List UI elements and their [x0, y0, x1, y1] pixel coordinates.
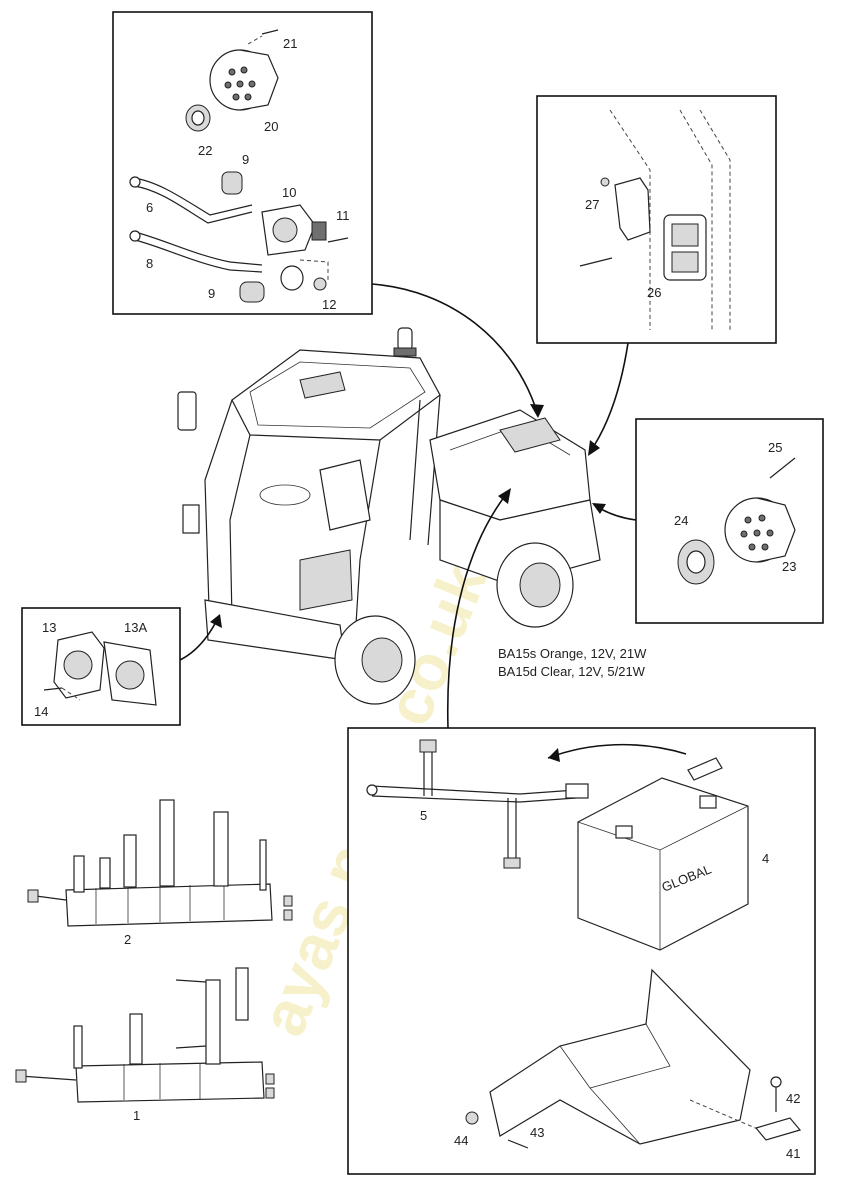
rear-lamp-parts [579, 109, 731, 330]
bulb-note-clear: BA15d Clear, 12V, 5/21W [498, 664, 646, 679]
callout-43: 43 [530, 1125, 544, 1140]
callout-25: 25 [768, 440, 782, 455]
starter-switch-parts [129, 29, 349, 303]
wiring-harness-1 [15, 967, 275, 1103]
callout-26: 26 [647, 285, 661, 300]
callout-10: 10 [282, 185, 296, 200]
battery-parts: GLOBAL [366, 739, 802, 1149]
callout-11: 11 [336, 208, 350, 223]
callout-42: 42 [786, 1091, 800, 1106]
detail-box-rear-lamp [536, 95, 777, 344]
callout-44: 44 [454, 1133, 468, 1148]
callout-9a: 9 [242, 152, 249, 167]
callout-41: 41 [786, 1146, 800, 1161]
callout-6: 6 [146, 200, 153, 215]
callout-21: 21 [283, 36, 297, 51]
callout-27: 27 [585, 197, 599, 212]
front-socket-parts [43, 631, 157, 706]
callout-24: 24 [674, 513, 688, 528]
bulb-note-orange: BA15s Orange, 12V, 21W [498, 646, 647, 661]
wiring-harness-2 [27, 799, 293, 927]
callout-13a: 13A [124, 620, 147, 635]
callout-22: 22 [198, 143, 212, 158]
callout-8: 8 [146, 256, 153, 271]
callout-9b: 9 [208, 286, 215, 301]
callout-20: 20 [264, 119, 278, 134]
callout-1: 1 [133, 1108, 140, 1123]
vehicle-illustration [177, 327, 601, 705]
callout-14: 14 [34, 704, 48, 719]
callout-13: 13 [42, 620, 56, 635]
callout-23: 23 [782, 559, 796, 574]
connector-arrows [179, 283, 637, 729]
callout-12: 12 [322, 297, 336, 312]
callout-4: 4 [762, 851, 769, 866]
trailer-socket-parts [677, 457, 796, 585]
callout-5: 5 [420, 808, 427, 823]
callout-2: 2 [124, 932, 131, 947]
